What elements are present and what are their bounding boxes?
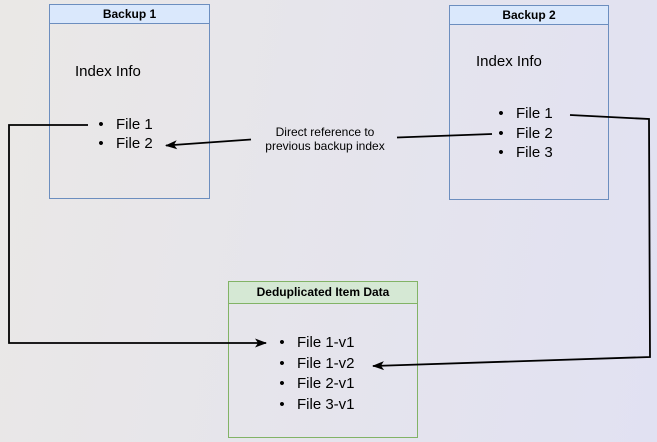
backup1-subtitle: Index Info xyxy=(75,63,141,80)
bullet-icon: • xyxy=(98,116,104,133)
bullet-icon: • xyxy=(279,395,285,413)
backup1-box: Backup 1 Index Info • File 1 • File 2 xyxy=(49,4,210,199)
list-item: • File 1-v2 xyxy=(275,354,355,375)
list-item: • File 3-v1 xyxy=(275,395,355,416)
backup2-subtitle: Index Info xyxy=(476,53,542,70)
list-item: • File 1 xyxy=(494,104,553,124)
bullet-icon: • xyxy=(279,375,285,392)
bullet-icon: • xyxy=(498,105,504,122)
edge-label-line2: previous backup index xyxy=(265,139,385,153)
file-label: File 3 xyxy=(516,144,553,161)
backup2-box: Backup 2 Index Info • File 1 • File 2 • … xyxy=(449,5,609,200)
backup2-file-list: • File 1 • File 2 • File 3 xyxy=(494,104,553,163)
file-version-label: File 1-v1 xyxy=(297,334,355,351)
bullet-icon: • xyxy=(279,334,285,351)
list-item: • File 2-v1 xyxy=(275,374,355,395)
deduplicated-item-data-box: Deduplicated Item Data • File 1-v1 • Fil… xyxy=(228,281,418,438)
bullet-icon: • xyxy=(98,135,104,152)
bullet-icon: • xyxy=(498,124,504,142)
dedup-file-list: • File 1-v1 • File 1-v2 • File 2-v1 • Fi… xyxy=(275,333,355,416)
backup1-file-list: • File 1 • File 2 xyxy=(94,115,153,153)
file-version-label: File 1-v2 xyxy=(297,354,355,372)
file-label: File 2 xyxy=(116,135,153,152)
file-label: File 1 xyxy=(116,116,153,133)
backup1-header: Backup 1 xyxy=(50,5,209,24)
dedup-header: Deduplicated Item Data xyxy=(229,282,417,304)
list-item: • File 1-v1 xyxy=(275,333,355,354)
list-item: • File 3 xyxy=(494,143,553,163)
file-version-label: File 2-v1 xyxy=(297,375,355,392)
file-version-label: File 3-v1 xyxy=(297,395,355,413)
edge-label-line1: Direct reference to xyxy=(275,125,375,139)
bullet-icon: • xyxy=(498,144,504,161)
list-item: • File 2 xyxy=(494,124,553,144)
bullet-icon: • xyxy=(279,354,285,372)
list-item: • File 2 xyxy=(94,134,153,153)
list-item: • File 1 xyxy=(94,115,153,134)
backup2-header: Backup 2 xyxy=(450,6,608,25)
file-label: File 1 xyxy=(516,105,553,122)
file-label: File 2 xyxy=(516,124,553,142)
direct-reference-edge-label: Direct reference to previous backup inde… xyxy=(240,125,410,153)
